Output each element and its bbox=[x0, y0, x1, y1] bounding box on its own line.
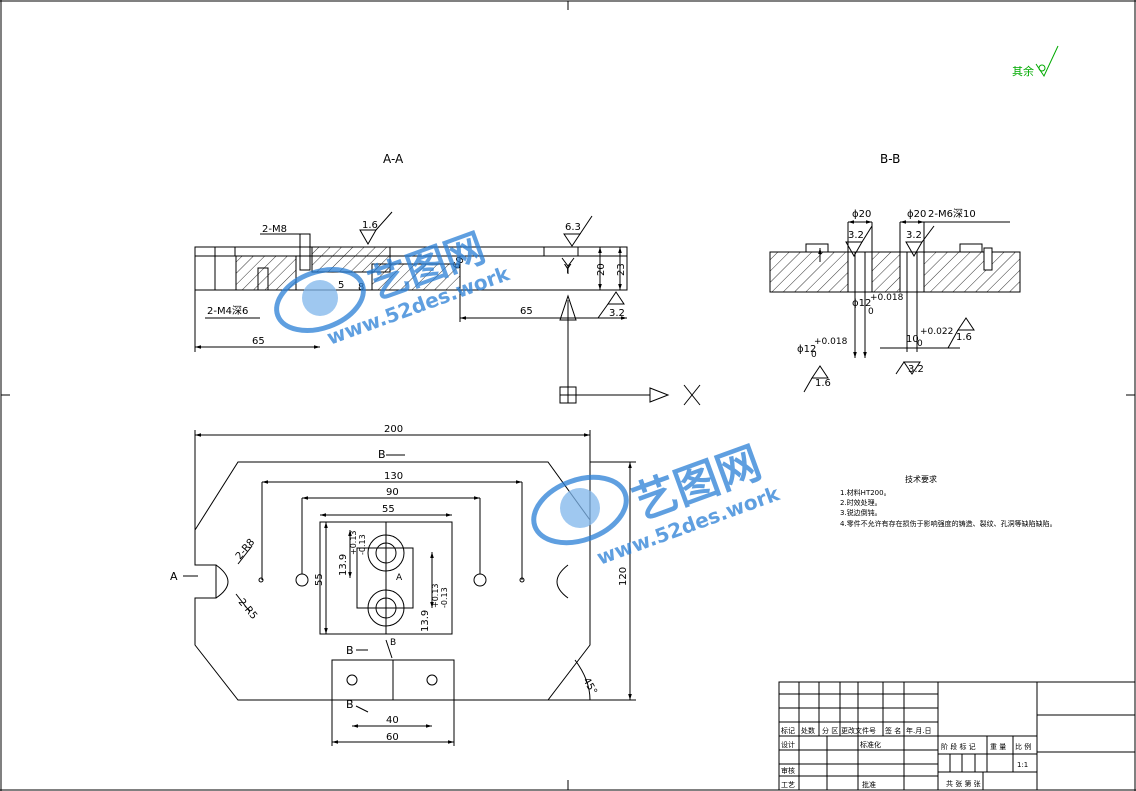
rough-16: 1.6 bbox=[362, 220, 378, 231]
rough-32: 3.2 bbox=[609, 308, 625, 319]
tb-process: 工艺 bbox=[781, 781, 795, 789]
technical-requirements: 技术要求 1.材料HT200。 2.时效处理。 3.锐边倒钝。 4.零件不允许有… bbox=[840, 474, 1057, 528]
dim-5: 5 bbox=[338, 280, 344, 291]
dim-139a-tol: +0.13-0.13 bbox=[349, 530, 367, 555]
dim-60: 60 bbox=[386, 732, 399, 743]
bb-phi12-top-tol: +0.018 bbox=[870, 293, 904, 303]
view-title-aa: A-A bbox=[383, 152, 404, 166]
bb-rough-16a: 1.6 bbox=[956, 332, 972, 343]
dim-139b-tol: +0.13-0.13 bbox=[431, 583, 449, 608]
section-mark-b1: B bbox=[378, 448, 386, 461]
bb-m6: 2-M6深10 bbox=[928, 208, 976, 220]
tb-review: 审核 bbox=[781, 766, 795, 775]
bb-10: 10 bbox=[906, 334, 919, 345]
section-a-a-labels: 2-M8 2-M4深6 1.6 6.3 3.2 5 8 65 65 20 23 … bbox=[207, 220, 627, 347]
title-block bbox=[778, 681, 1136, 791]
label-2r5: 2-R5 bbox=[236, 597, 259, 622]
dim-65-right: 65 bbox=[520, 306, 533, 317]
watermark-2: 艺图网 www.52des.work bbox=[531, 437, 783, 570]
plan-view bbox=[183, 430, 636, 746]
section-b-b: B-B bbox=[769, 152, 1021, 393]
dim-139b: 13.9 bbox=[420, 610, 431, 632]
section-mark-a2: A bbox=[396, 573, 403, 583]
dim-20: 20 bbox=[596, 263, 607, 276]
dim-90: 90 bbox=[386, 487, 399, 498]
label-2m4: 2-M4深6 bbox=[207, 305, 248, 317]
plan-view-labels: 200 130 90 55 55 120 13.9 +0.13-0.13 13.… bbox=[170, 424, 629, 743]
dim-40: 40 bbox=[386, 715, 399, 726]
bb-phi12-bot: ϕ12 bbox=[797, 344, 816, 355]
tb-col-2: 分 区 bbox=[822, 726, 838, 735]
tb-col-0: 标记 bbox=[781, 726, 795, 735]
bb-phi12-bot-zero: 0 bbox=[811, 350, 817, 360]
dim-120: 120 bbox=[618, 567, 629, 586]
tech-item-2: 2.时效处理。 bbox=[840, 498, 882, 507]
title-block-text: 标记 处数 分 区 更改文件号 签 名 年.月.日 设计 标准化 阶 段 标 记… bbox=[781, 726, 1031, 789]
section-mark-b3: B bbox=[346, 644, 354, 657]
dim-200: 200 bbox=[384, 424, 403, 435]
tb-weight: 重 量 bbox=[990, 743, 1006, 751]
corner-roughness-mark: 其余 bbox=[1012, 45, 1059, 78]
bb-10-tol: +0.022 bbox=[920, 327, 953, 337]
section-mark-b2: B bbox=[390, 638, 396, 648]
dim-130: 130 bbox=[384, 471, 403, 482]
corner-mark-label: 其余 bbox=[1012, 64, 1034, 78]
bb-phi20-b: ϕ20 bbox=[907, 209, 926, 220]
bb-phi12-top-zero: 0 bbox=[868, 307, 874, 317]
section-a-a: A-A bbox=[194, 152, 701, 406]
tb-stage: 阶 段 标 记 bbox=[941, 742, 976, 751]
dim-55-top: 55 bbox=[382, 504, 395, 515]
bb-phi12-bot-tol: +0.018 bbox=[814, 337, 848, 347]
angle-45: 45° bbox=[580, 676, 598, 697]
rough-63: 6.3 bbox=[565, 222, 581, 233]
label-2m8: 2-M8 bbox=[262, 224, 287, 235]
bb-rough-16b: 1.6 bbox=[815, 378, 831, 389]
bb-rough-32c: 3.2 bbox=[908, 364, 924, 375]
tech-title: 技术要求 bbox=[905, 474, 937, 484]
section-b-b-labels: ϕ20 ϕ20 2-M6深10 3.2 3.2 3.2 1.6 1.6 ϕ12 … bbox=[797, 208, 976, 389]
dim-23: 23 bbox=[616, 263, 627, 276]
tb-col-5: 年.月.日 bbox=[906, 726, 931, 735]
dim-65-left: 65 bbox=[252, 336, 265, 347]
tech-item-4: 4.零件不允许有存在损伤于影响强度的铸造、裂纹、孔洞等缺陷缺陷。 bbox=[840, 519, 1057, 528]
dim-139a: 13.9 bbox=[338, 554, 349, 576]
tb-design: 设计 bbox=[781, 740, 795, 749]
tb-approve: 批准 bbox=[862, 780, 876, 789]
tech-item-3: 3.锐边倒钝。 bbox=[840, 508, 882, 517]
section-mark-b4: B bbox=[346, 698, 354, 711]
tb-standard: 标准化 bbox=[860, 740, 881, 749]
bb-phi20-a: ϕ20 bbox=[852, 209, 871, 220]
tb-scale-label: 比 例 bbox=[1015, 742, 1031, 751]
bb-rough-32b: 3.2 bbox=[906, 230, 922, 241]
bb-rough-32a: 3.2 bbox=[848, 230, 864, 241]
tb-col-3: 更改文件号 bbox=[841, 726, 876, 735]
bb-10-zero: 0 bbox=[917, 339, 923, 349]
axis-y: Y bbox=[563, 262, 572, 276]
dim-55-left: 55 bbox=[314, 573, 325, 586]
tb-sheets: 共 张 第 张 bbox=[946, 779, 981, 788]
tech-item-1: 1.材料HT200。 bbox=[840, 488, 891, 497]
tb-col-1: 处数 bbox=[801, 726, 815, 735]
view-title-bb: B-B bbox=[880, 152, 900, 166]
label-2r8: 2-R8 bbox=[234, 537, 257, 562]
bb-phi12-top: ϕ12 bbox=[852, 298, 871, 309]
section-mark-a: A bbox=[170, 570, 178, 583]
watermark-1: 艺图网 www.52des.work bbox=[274, 225, 513, 350]
tb-col-4: 签 名 bbox=[885, 726, 901, 735]
tb-scale: 1:1 bbox=[1017, 761, 1028, 769]
